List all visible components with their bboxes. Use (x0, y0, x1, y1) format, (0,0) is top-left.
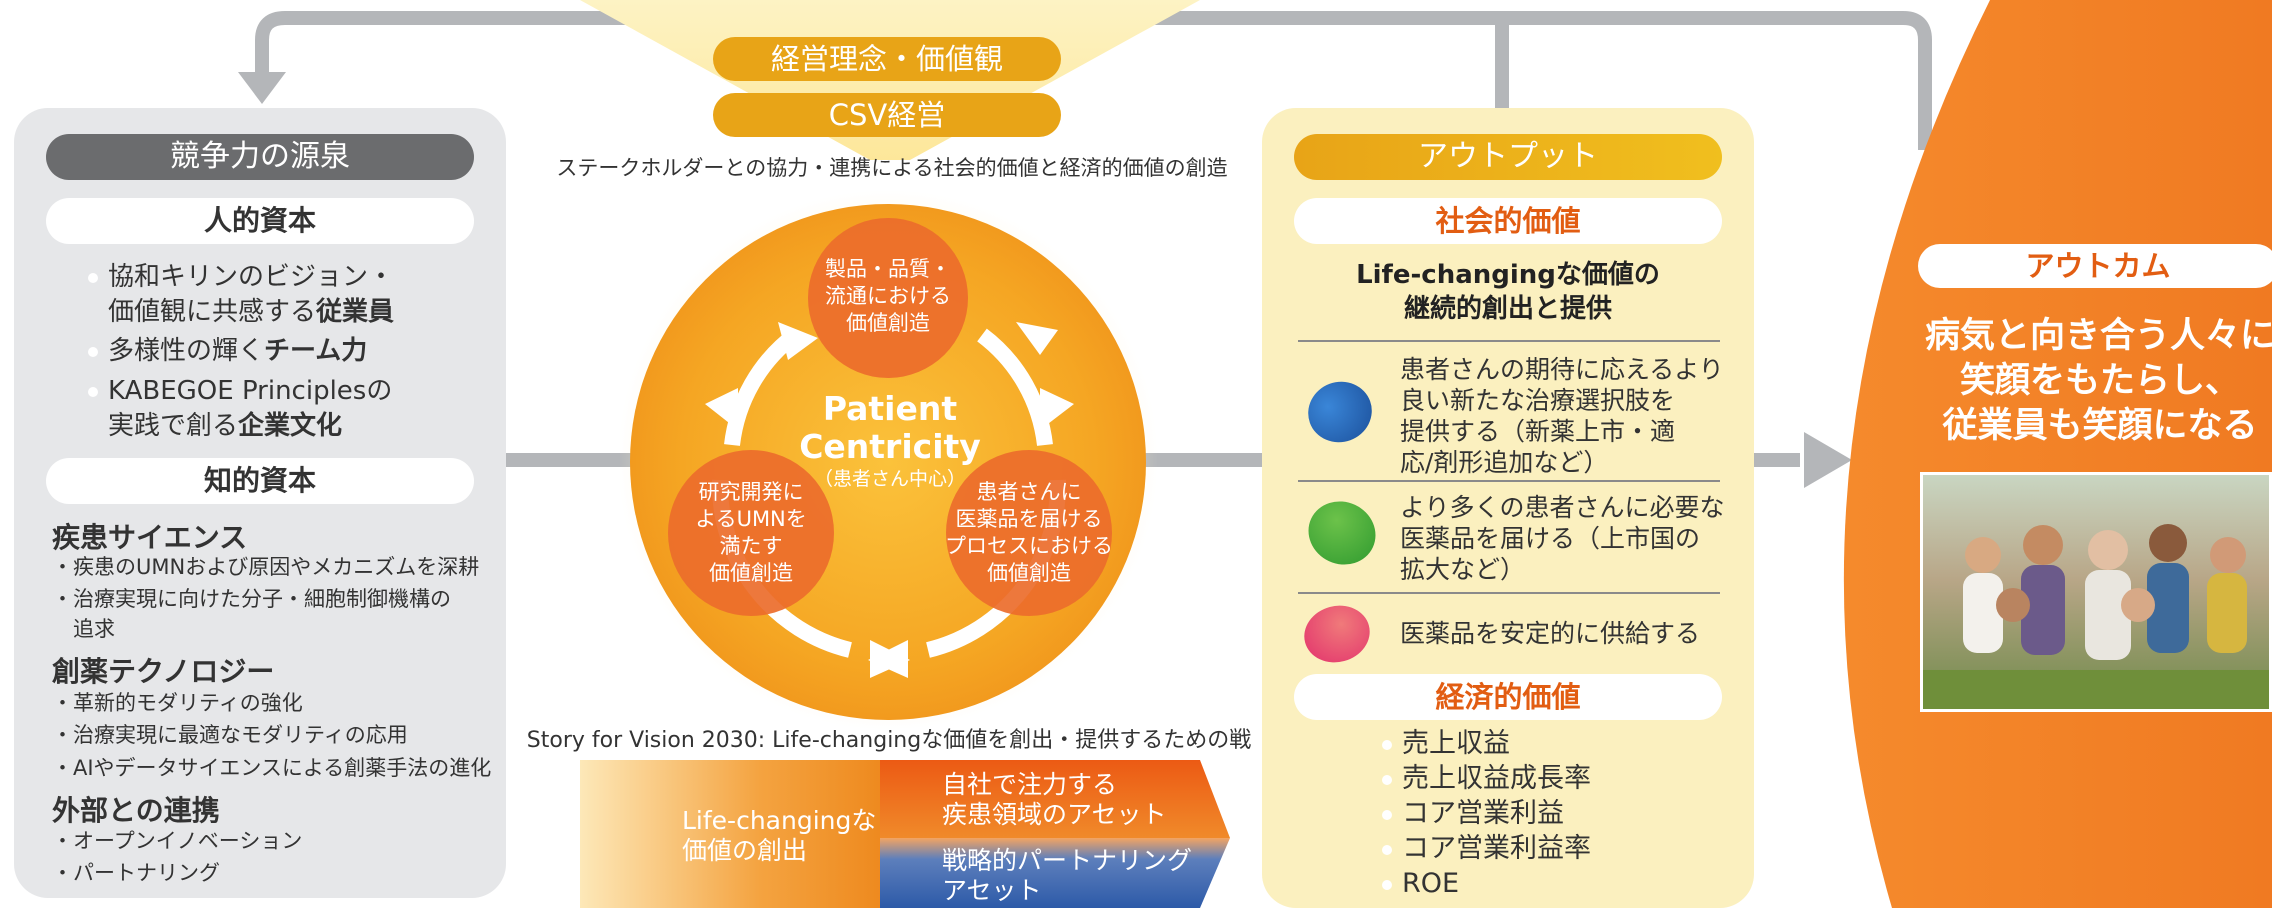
csv-pill: CSV経営 (713, 93, 1061, 137)
partner-asset-label: 戦略的パートナリングアセット (942, 846, 1193, 905)
ex-item-1: ・オープンイノベーション (52, 829, 303, 853)
economic-value-heading: 経済的価値 (1294, 674, 1722, 720)
patient-centricity-sub: （患者さん中心） (813, 468, 966, 490)
intellectual-capital-heading: 知的資本 (46, 458, 474, 504)
delivery-text: 患者さんに医薬品を届けるプロセスにおける価値創造 (945, 480, 1113, 585)
competitive-source-title: 競争力の源泉 (46, 134, 474, 180)
bullet-dot (1382, 844, 1392, 855)
ds-item-3: 追求 (52, 617, 115, 641)
divider (1298, 592, 1720, 594)
outcome-shape (1843, 0, 2272, 908)
hc-item-3: KABEGOE Principlesの 実践で創る企業文化 (88, 374, 392, 444)
social-headline: Life-changingな価値の継続的創出と提供 (1356, 260, 1660, 324)
econ-item-3: コア営業利益 (1382, 796, 1564, 831)
ds-item-1: ・疾患のUMNおよび原因やメカニズムを深耕 (52, 555, 480, 579)
bullet-dot (88, 346, 98, 357)
strategy-title: Story for Vision 2030: Life-changingな価値を… (526, 728, 1252, 785)
hc-item-1: 協和キリンのビジョン・ 価値観に共感する従業員 (88, 260, 394, 330)
bullet-dot (88, 386, 98, 397)
csv-subtitle: ステークホルダーとの協力・連携による社会的価値と経済的価値の創造 (556, 156, 1228, 180)
divider (1298, 340, 1720, 342)
output-title: アウトプット (1294, 134, 1722, 180)
output-item-2: より多くの患者さんに必要な医薬品を届ける（上市国の拡大など） (1400, 493, 1725, 584)
econ-item-1: 売上収益 (1382, 726, 1510, 761)
drug-tech-heading: 創薬テクノロジー (52, 655, 275, 688)
strategy-arrows (580, 760, 1230, 908)
econ-item-5: ROE (1382, 866, 1459, 901)
bullet-dot (1382, 774, 1392, 785)
lc-creation-label: Life-changingな価値の創出 (682, 806, 877, 865)
external-heading: 外部との連携 (52, 794, 220, 827)
dt-item-2: ・治療実現に最適なモダリティの応用 (52, 723, 408, 747)
philosophy-pill: 経営理念・価値観 (713, 37, 1061, 81)
econ-item-4: コア営業利益率 (1382, 831, 1591, 866)
people-illustration (1923, 524, 2269, 709)
bullet-dot (1382, 739, 1392, 750)
disease-science-heading: 疾患サイエンス (52, 521, 248, 554)
delivery-circle (946, 450, 1112, 616)
outcome-headline: 病気と向き合う人々に笑顔をもたらし、従業員も笑顔になる (1924, 316, 2272, 446)
rnd-text: 研究開発によるUMNを満たす価値創造 (695, 480, 807, 585)
econ-item-2: 売上収益成長率 (1382, 761, 1591, 796)
own-asset-label: 自社で注力する疾患領域のアセット (942, 770, 1167, 829)
product-quality-text: 製品・品質・流通における価値創造 (825, 257, 951, 335)
hc-item-2: 多様性の輝くチーム力 (88, 334, 367, 369)
smiling-group-photo (1920, 472, 2272, 712)
output-item-1: 患者さんの期待に応えるより良い新たな治療選択肢を提供する（新薬上市・適応/剤形追… (1400, 355, 1724, 477)
output-item-3: 医薬品を安定的に供給する (1400, 619, 1701, 648)
bullet-dot (1382, 809, 1392, 820)
rnd-circle (668, 450, 834, 616)
ex-item-2: ・パートナリング (52, 861, 220, 885)
dt-item-1: ・革新的モダリティの強化 (52, 691, 303, 715)
dt-item-3: ・AIやデータサイエンスによる創薬手法の進化 (52, 756, 492, 780)
bullet-dot (1382, 879, 1392, 890)
human-capital-heading: 人的資本 (46, 198, 474, 244)
product-quality-circle (808, 218, 968, 378)
ds-item-2: ・治療実現に向けた分子・細胞制御機構の (52, 587, 451, 611)
outcome-title: アウトカム (1918, 244, 2272, 288)
social-value-heading: 社会的価値 (1294, 198, 1722, 244)
divider (1298, 480, 1720, 482)
bullet-dot (88, 272, 98, 283)
